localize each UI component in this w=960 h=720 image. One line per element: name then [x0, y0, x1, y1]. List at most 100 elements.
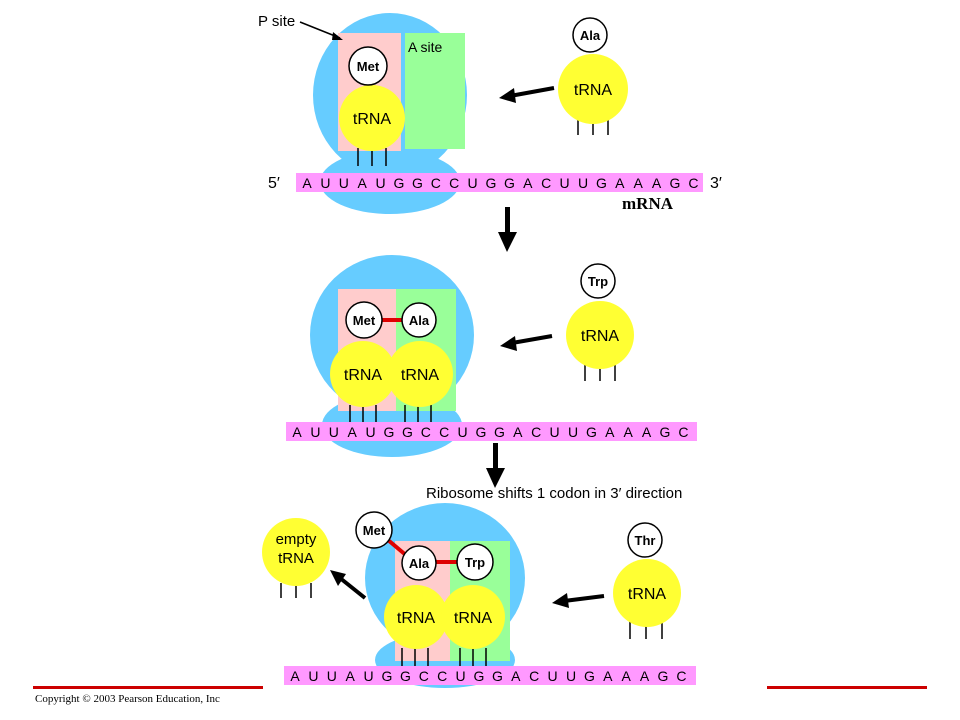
mrna-base: G — [658, 668, 669, 684]
mrna-base: C — [431, 175, 441, 191]
mrna-strand — [296, 173, 703, 192]
mrna-base: G — [584, 668, 595, 684]
mrna-base: U — [366, 424, 376, 440]
mrna-base: A — [302, 175, 312, 191]
mrna-base: C — [678, 424, 688, 440]
amino-acid-circle — [401, 545, 437, 581]
mrna-base: A — [292, 424, 302, 440]
mrna-strand — [284, 666, 696, 685]
arrow-down-2-head — [486, 468, 505, 488]
trna-label: tRNA — [574, 82, 613, 99]
p-site-pointer-head — [332, 32, 343, 40]
mrna-base: C — [529, 668, 539, 684]
amino-acid-circle — [572, 17, 608, 53]
arrow-into-a-site-head — [500, 336, 517, 351]
mrna-base: U — [329, 424, 339, 440]
mrna-base: G — [412, 175, 423, 191]
footer-rule-left — [33, 686, 263, 689]
mrna-base: C — [439, 424, 449, 440]
mrna-base: A — [290, 668, 300, 684]
trna-trp-incoming: tRNA Trp — [566, 263, 634, 381]
mrna-base: U — [458, 424, 468, 440]
mrna-label: mRNA — [622, 194, 674, 213]
mrna-base: A — [615, 175, 625, 191]
mrna-base: A — [603, 668, 613, 684]
mrna-base: U — [468, 175, 478, 191]
arrow-into-a-site-head — [552, 593, 569, 608]
trna-label: tRNA — [628, 586, 667, 603]
trna-label: tRNA — [581, 328, 620, 345]
mrna-base: U — [456, 668, 466, 684]
trna-label: tRNA — [344, 367, 383, 384]
amino-acid-ala: Ala — [409, 313, 430, 328]
mrna-base: A — [511, 668, 521, 684]
amino-acid-circle — [580, 263, 616, 299]
mrna-base: U — [550, 424, 560, 440]
mrna-base: U — [568, 424, 578, 440]
mrna-base: C — [541, 175, 551, 191]
mrna-base: G — [394, 175, 405, 191]
trna-body — [387, 341, 453, 407]
mrna-base: C — [421, 424, 431, 440]
trna-label: tRNA — [353, 111, 392, 128]
amino-acid-ala: Ala — [409, 556, 430, 571]
mrna-base: C — [676, 668, 686, 684]
copyright-notice: Copyright © 2003 Pearson Education, Inc — [35, 693, 220, 705]
mrna-base: C — [688, 175, 698, 191]
trna-label: tRNA — [454, 610, 493, 627]
trna-body — [441, 585, 505, 649]
trna-thr-incoming: tRNA Thr — [613, 522, 681, 639]
mrna-base: U — [364, 668, 374, 684]
mrna-base: A — [348, 424, 358, 440]
mrna-base: A — [358, 175, 368, 191]
a-site-label: A site — [408, 39, 442, 55]
arrow-into-a-site — [563, 594, 605, 603]
arrow-into-a-site-head — [499, 88, 516, 103]
arrow-down-1-shaft — [505, 207, 510, 237]
mrna-base: U — [560, 175, 570, 191]
mrna-base: U — [339, 175, 349, 191]
arrow-down-2-shaft — [493, 443, 498, 473]
trna-label: tRNA — [397, 610, 436, 627]
mrna-base: U — [310, 424, 320, 440]
step-1: A site P site tRNA Met tRNA Ala — [258, 13, 722, 214]
mrna-base: A — [346, 668, 356, 684]
mrna-base: A — [640, 668, 650, 684]
mrna-base: A — [624, 424, 634, 440]
amino-acid-circle — [345, 301, 383, 339]
mrna-base: G — [384, 424, 395, 440]
amino-acid-circle — [627, 522, 663, 558]
mrna-base: U — [566, 668, 576, 684]
mrna-base: G — [586, 424, 597, 440]
mrna-base: G — [504, 175, 515, 191]
amino-acid-circle — [401, 302, 437, 338]
mrna-base: A — [605, 424, 615, 440]
arrow-out-of-e-site-head — [330, 570, 346, 586]
mrna-base: G — [476, 424, 487, 440]
p-site-label: P site — [258, 13, 295, 30]
mrna-base: U — [548, 668, 558, 684]
amino-acid-met: Met — [353, 313, 376, 328]
mrna-base: A — [622, 668, 632, 684]
amino-acid-circle — [355, 511, 393, 549]
step-3: tRNA tRNA Met Ala Trp empty tRNA — [262, 503, 696, 688]
trna-met-step1: tRNA Met — [339, 46, 405, 166]
mrna-base: G — [596, 175, 607, 191]
trna-empty-leaving: empty tRNA — [262, 518, 330, 598]
mrna-base: A — [634, 175, 644, 191]
mrna-base: G — [382, 668, 393, 684]
mrna-base: U — [308, 668, 318, 684]
a-site-box — [405, 33, 465, 149]
trna-label: tRNA — [401, 367, 440, 384]
amino-acid-met: Met — [357, 59, 380, 74]
mrna-base: A — [513, 424, 523, 440]
mrna-base: U — [320, 175, 330, 191]
mrna-base: U — [578, 175, 588, 191]
mrna-base: G — [494, 424, 505, 440]
trna-ala-step3: tRNA — [384, 585, 448, 666]
mrna-base: U — [327, 668, 337, 684]
